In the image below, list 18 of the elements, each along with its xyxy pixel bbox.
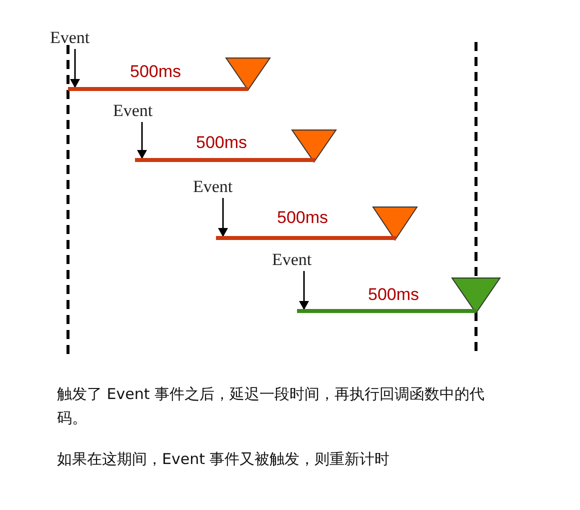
arrow <box>70 49 80 88</box>
timeline-bar <box>135 158 315 162</box>
arrow <box>218 198 228 237</box>
arrow <box>137 122 147 159</box>
event-label: Event <box>193 178 233 196</box>
timeline-bar <box>216 236 396 240</box>
timeline-bar <box>297 309 476 313</box>
duration-label: 500ms <box>368 286 420 304</box>
arrow <box>299 271 309 310</box>
duration-label: 500ms <box>277 209 328 227</box>
event-label: Event <box>50 29 90 47</box>
duration-label: 500ms <box>130 63 182 81</box>
event-label: Event <box>113 102 153 120</box>
duration-label: 500ms <box>196 134 248 152</box>
note-text: 如果在这期间，Event 事件又被触发，则重新计时 <box>57 449 391 470</box>
event-label: Event <box>272 251 312 269</box>
note-text: 触发了 Event 事件之后，延迟一段时间，再执行回调函数中的代码。 <box>57 384 486 429</box>
timeline-bar <box>68 87 248 91</box>
